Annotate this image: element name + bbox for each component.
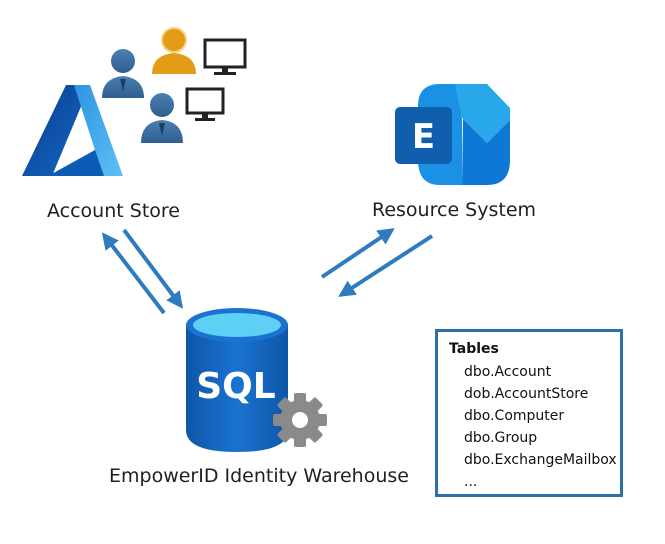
arrow-to-resource-system [320, 228, 395, 279]
table-item: dob.AccountStore [464, 386, 589, 402]
table-item: dbo.ExchangeMailbox [464, 452, 617, 468]
arrow-to-account-store [101, 232, 166, 315]
tables-panel: Tables dbo.Account dob.AccountStore dbo.… [435, 329, 623, 497]
sql-database-icon: SQL [186, 308, 288, 452]
table-item: dbo.Computer [464, 408, 565, 424]
sql-label: SQL [196, 366, 275, 407]
gear-icon [273, 393, 327, 447]
table-item: dbo.Group [464, 430, 538, 446]
exchange-logo-icon: E [395, 84, 510, 185]
account-store-label: Account Store [47, 200, 180, 222]
tables-title: Tables [449, 341, 499, 357]
azure-logo-icon [22, 85, 123, 176]
monitor-icon [203, 38, 247, 75]
resource-system-label: Resource System [372, 199, 537, 221]
tables-list: dbo.Account dob.AccountStore dbo.Compute… [449, 361, 620, 493]
arrows [101, 228, 434, 315]
user-icon [141, 93, 183, 143]
user-icon [102, 49, 144, 98]
arrow-to-warehouse [122, 228, 184, 309]
table-item: ... [464, 474, 478, 490]
monitor-icon [185, 87, 225, 121]
warehouse-label: EmpowerID Identity Warehouse [109, 465, 409, 487]
exchange-letter: E [412, 117, 435, 157]
table-item: dbo.Account [464, 364, 552, 380]
user-icon [152, 27, 196, 74]
arrow-to-warehouse-from-resource [338, 234, 434, 297]
